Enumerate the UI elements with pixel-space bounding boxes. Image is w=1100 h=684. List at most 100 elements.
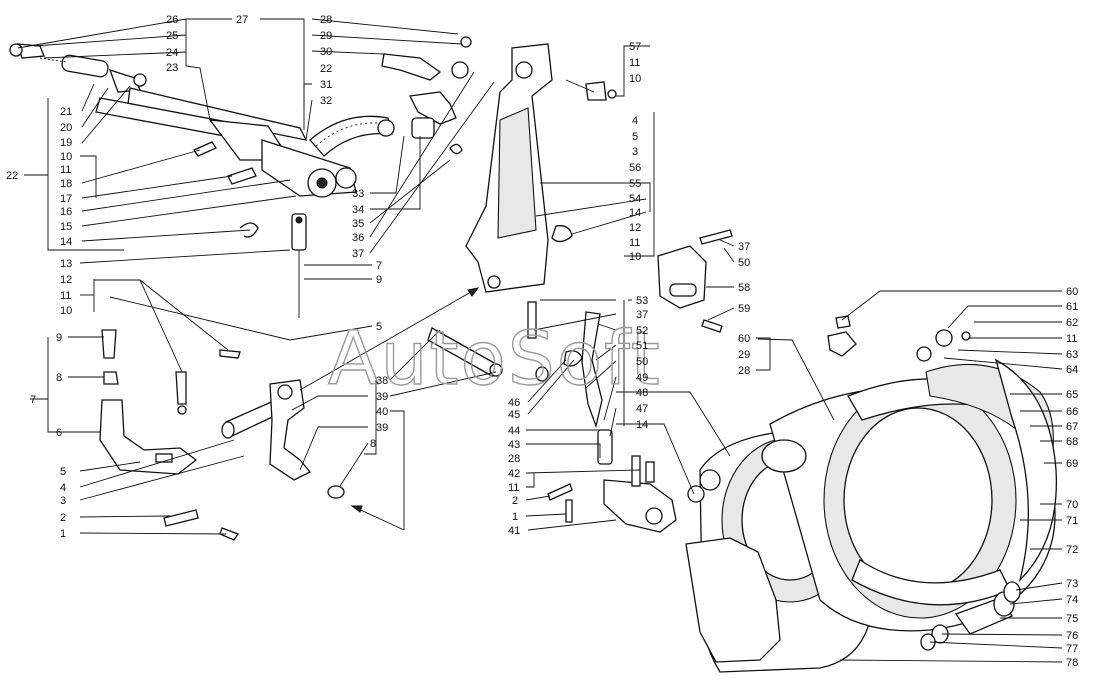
- callout-label: 21: [60, 106, 72, 118]
- callout-label: 51: [636, 340, 648, 352]
- callout-label: 68: [1066, 436, 1078, 448]
- callout-label: 12: [629, 222, 641, 234]
- callout-label: 30: [320, 46, 332, 58]
- callout-label: 25: [166, 30, 178, 42]
- brake-drum-and-shoes: [685, 315, 1058, 673]
- callout-label: 16: [60, 206, 72, 218]
- callout-label: 14: [629, 207, 641, 219]
- callout-label: 45: [508, 409, 520, 421]
- callout-label: 19: [60, 137, 72, 149]
- callout-label: 14: [60, 236, 72, 248]
- callout-label: 64: [1066, 364, 1078, 376]
- callout-label: 23: [166, 62, 178, 74]
- callout-label: 7: [30, 394, 36, 406]
- callout-label: 32: [320, 95, 332, 107]
- callout-label: 72: [1066, 544, 1078, 556]
- callout-label: 46: [508, 397, 520, 409]
- callout-label: 66: [1066, 406, 1078, 418]
- callout-label: 34: [352, 204, 364, 216]
- callout-label: 1: [512, 511, 518, 523]
- callout-label: 60: [1066, 286, 1078, 298]
- callout-labels: 26 27 25 24 23 28 29 30 22 31 32 57 11 1…: [6, 14, 1078, 669]
- lower-linkage: [99, 327, 549, 541]
- callout-label: 8: [56, 372, 62, 384]
- callout-label: 5: [632, 131, 638, 143]
- callout-label: 59: [738, 303, 750, 315]
- callout-label: 4: [60, 482, 66, 494]
- callout-label: 28: [508, 453, 520, 465]
- callout-label: 31: [320, 79, 332, 91]
- callout-label: 67: [1066, 421, 1078, 433]
- callout-label: 38: [376, 375, 388, 387]
- callout-label: 48: [636, 387, 648, 399]
- callout-label: 43: [508, 439, 520, 451]
- callout-label: 24: [166, 47, 178, 59]
- callout-label: 17: [60, 193, 72, 205]
- parts-artwork: [9, 36, 1058, 673]
- callout-label: 15: [60, 221, 72, 233]
- callout-label: 74: [1066, 594, 1078, 606]
- callout-label: 54: [629, 193, 641, 205]
- direction-arrows: [299, 287, 480, 531]
- callout-label: 37: [738, 241, 750, 253]
- callout-label: 39: [376, 391, 388, 403]
- callout-label: 65: [1066, 389, 1078, 401]
- callout-label: 11: [60, 290, 71, 302]
- callout-label: 53: [636, 295, 648, 307]
- callout-label: 26: [166, 14, 178, 26]
- callout-label: 41: [508, 525, 520, 537]
- callout-label: 1: [60, 528, 66, 540]
- callout-label: 11: [1066, 333, 1077, 345]
- callout-label: 55: [629, 178, 641, 190]
- callout-label: 47: [636, 403, 648, 415]
- callout-label: 6: [56, 427, 62, 439]
- callout-label: 11: [629, 237, 640, 249]
- callout-label: 11: [60, 164, 71, 176]
- callout-label: 2: [60, 512, 66, 524]
- callout-label: 13: [60, 258, 72, 270]
- callout-label: 63: [1066, 349, 1078, 361]
- callout-label: 4: [632, 115, 638, 127]
- callout-label: 7: [376, 260, 382, 272]
- callout-label: 62: [1066, 317, 1078, 329]
- pedal-bracket: [465, 43, 617, 293]
- callout-label: 50: [636, 356, 648, 368]
- callout-label: 28: [320, 14, 332, 26]
- callout-label: 75: [1066, 613, 1078, 625]
- callout-label: 57: [629, 41, 641, 53]
- callout-label: 8: [370, 438, 376, 450]
- hand-lever-assembly: [9, 36, 472, 318]
- callout-label: 14: [636, 419, 648, 431]
- callout-label: 2: [512, 495, 518, 507]
- callout-label: 77: [1066, 643, 1078, 655]
- callout-label: 28: [738, 365, 750, 377]
- callout-label: 39: [376, 422, 388, 434]
- callout-label: 37: [636, 309, 648, 321]
- callout-label: 18: [60, 178, 72, 190]
- callout-label: 73: [1066, 578, 1078, 590]
- callout-label: 70: [1066, 499, 1078, 511]
- callout-label: 12: [60, 274, 72, 286]
- callout-label: 5: [60, 466, 66, 478]
- callout-label: 61: [1066, 301, 1078, 313]
- callout-label: 29: [320, 30, 332, 42]
- callout-label: 71: [1066, 515, 1078, 527]
- callout-label: 5: [376, 321, 382, 333]
- callout-label: 3: [60, 495, 66, 507]
- callout-label: 76: [1066, 630, 1078, 642]
- callout-label: 29: [738, 349, 750, 361]
- callout-label: 10: [60, 151, 72, 163]
- callout-label: 56: [629, 162, 641, 174]
- callout-label: 40: [376, 406, 388, 418]
- callout-label: 22: [320, 63, 332, 75]
- callout-label: 20: [60, 122, 72, 134]
- watermark: AutoSoft: [328, 316, 662, 402]
- callout-label: 69: [1066, 458, 1078, 470]
- center-bracket: [527, 229, 733, 533]
- callout-label: 27: [236, 14, 248, 26]
- callout-label: 37: [352, 248, 364, 260]
- callout-label: 35: [352, 218, 364, 230]
- callout-label: 52: [636, 325, 648, 337]
- callout-label: 10: [629, 251, 641, 263]
